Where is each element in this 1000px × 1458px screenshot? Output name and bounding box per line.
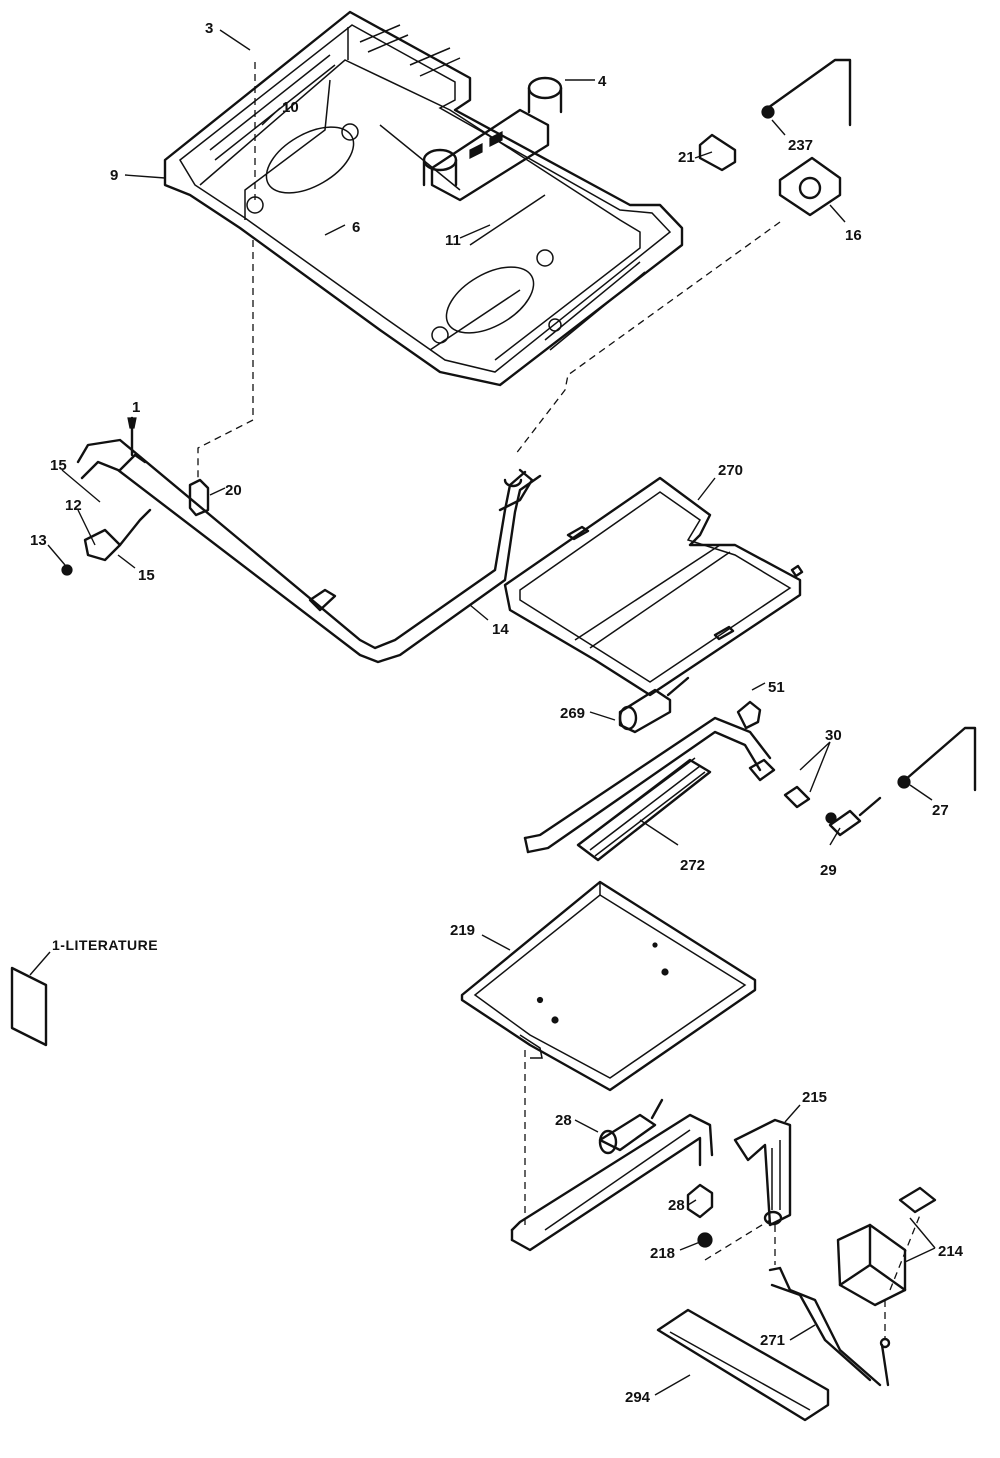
burner-tube-assembly — [61, 416, 542, 664]
callout-13: 13 — [30, 532, 47, 549]
valve-assembly — [422, 76, 563, 202]
callout-6: 6 — [352, 219, 360, 236]
orifice-hardware — [698, 58, 852, 217]
callout-29: 29 — [820, 862, 837, 879]
callout-9: 9 — [110, 167, 118, 184]
callout-21: 21 — [678, 149, 695, 166]
callout-269: 269 — [560, 705, 585, 722]
bake-burner-assembly — [523, 676, 977, 862]
callout-218: 218 — [650, 1245, 675, 1262]
literature-label: 1-LITERATURE — [52, 937, 158, 953]
callout-28-lower: 28 — [668, 1197, 685, 1214]
callout-30: 30 — [825, 727, 842, 744]
callout-10: 10 — [282, 99, 299, 116]
callout-237: 237 — [788, 137, 813, 154]
broil-burner-assembly — [510, 1098, 792, 1252]
callout-215: 215 — [802, 1089, 827, 1106]
callout-294: 294 — [625, 1389, 651, 1406]
literature-booklet — [10, 951, 51, 1047]
callout-28-upper: 28 — [555, 1112, 572, 1129]
callout-15-lower: 15 — [138, 567, 155, 584]
callout-27: 27 — [932, 802, 949, 819]
callout-51: 51 — [768, 679, 785, 696]
callout-272: 272 — [680, 857, 705, 874]
callout-214: 214 — [938, 1243, 964, 1260]
callout-12: 12 — [65, 497, 82, 514]
oven-pan-270 — [503, 476, 804, 697]
connection-lines — [197, 62, 921, 1340]
callout-270: 270 — [718, 462, 743, 479]
callout-11: 11 — [445, 232, 461, 249]
top-burner-box — [163, 10, 684, 387]
callout-1: 1 — [132, 399, 140, 416]
callout-219: 219 — [450, 922, 475, 939]
callout-16: 16 — [845, 227, 862, 244]
callout-15-upper: 15 — [50, 457, 67, 474]
callout-4: 4 — [598, 73, 607, 90]
callout-271: 271 — [760, 1332, 785, 1349]
callout-14: 14 — [492, 621, 509, 638]
callout-labels: 3 4 10 9 6 11 21 237 16 1 15 12 13 15 20… — [30, 20, 964, 1406]
callout-20: 20 — [225, 482, 242, 499]
oven-bottom-219 — [460, 880, 757, 1092]
callout-3: 3 — [205, 20, 213, 37]
leader-lines — [47, 29, 936, 1396]
thermostat-assembly — [656, 1186, 937, 1422]
